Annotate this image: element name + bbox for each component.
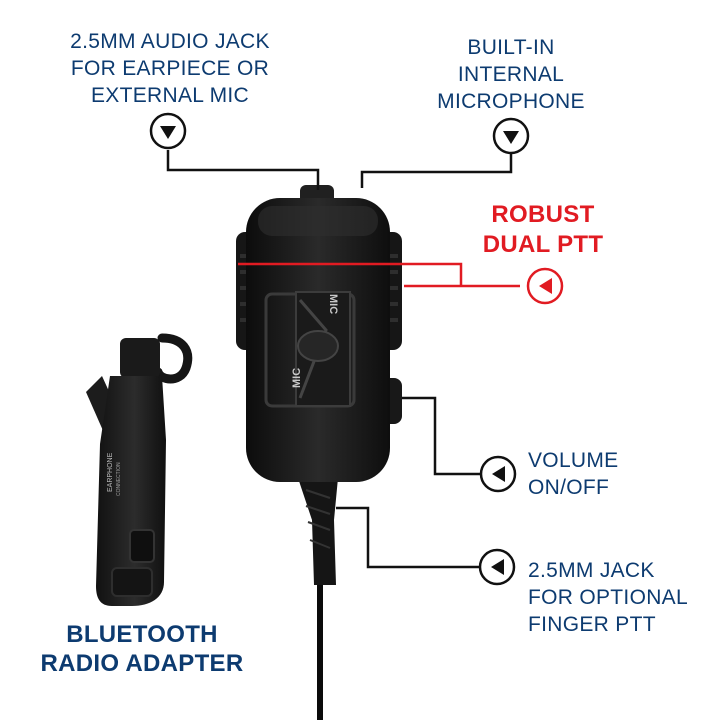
mic-label-bottom: MIC bbox=[291, 368, 303, 388]
microphone-label: BUILT-IN INTERNAL MICROPHONE bbox=[437, 36, 585, 113]
cable bbox=[317, 560, 323, 720]
audio-jack-label: 2.5MM AUDIO JACK FOR EARPIECE OR EXTERNA… bbox=[70, 30, 270, 107]
bluetooth-radio-adapter bbox=[86, 333, 193, 606]
mic-grille bbox=[297, 330, 339, 362]
brand-sub: CONNECTION bbox=[116, 462, 122, 496]
strain-relief bbox=[298, 478, 338, 585]
volume-label: VOLUME ON/OFF bbox=[528, 449, 619, 499]
adapter-label: BLUETOOTH RADIO ADAPTER bbox=[40, 621, 244, 677]
ptt-label: ROBUST DUAL PTT bbox=[482, 201, 604, 258]
brand-logo: EARPHONE bbox=[107, 452, 114, 492]
finger-ptt-label: 2.5MM JACK FOR OPTIONAL FINGER PTT bbox=[528, 559, 688, 636]
mic-label-top: MIC bbox=[327, 294, 339, 314]
